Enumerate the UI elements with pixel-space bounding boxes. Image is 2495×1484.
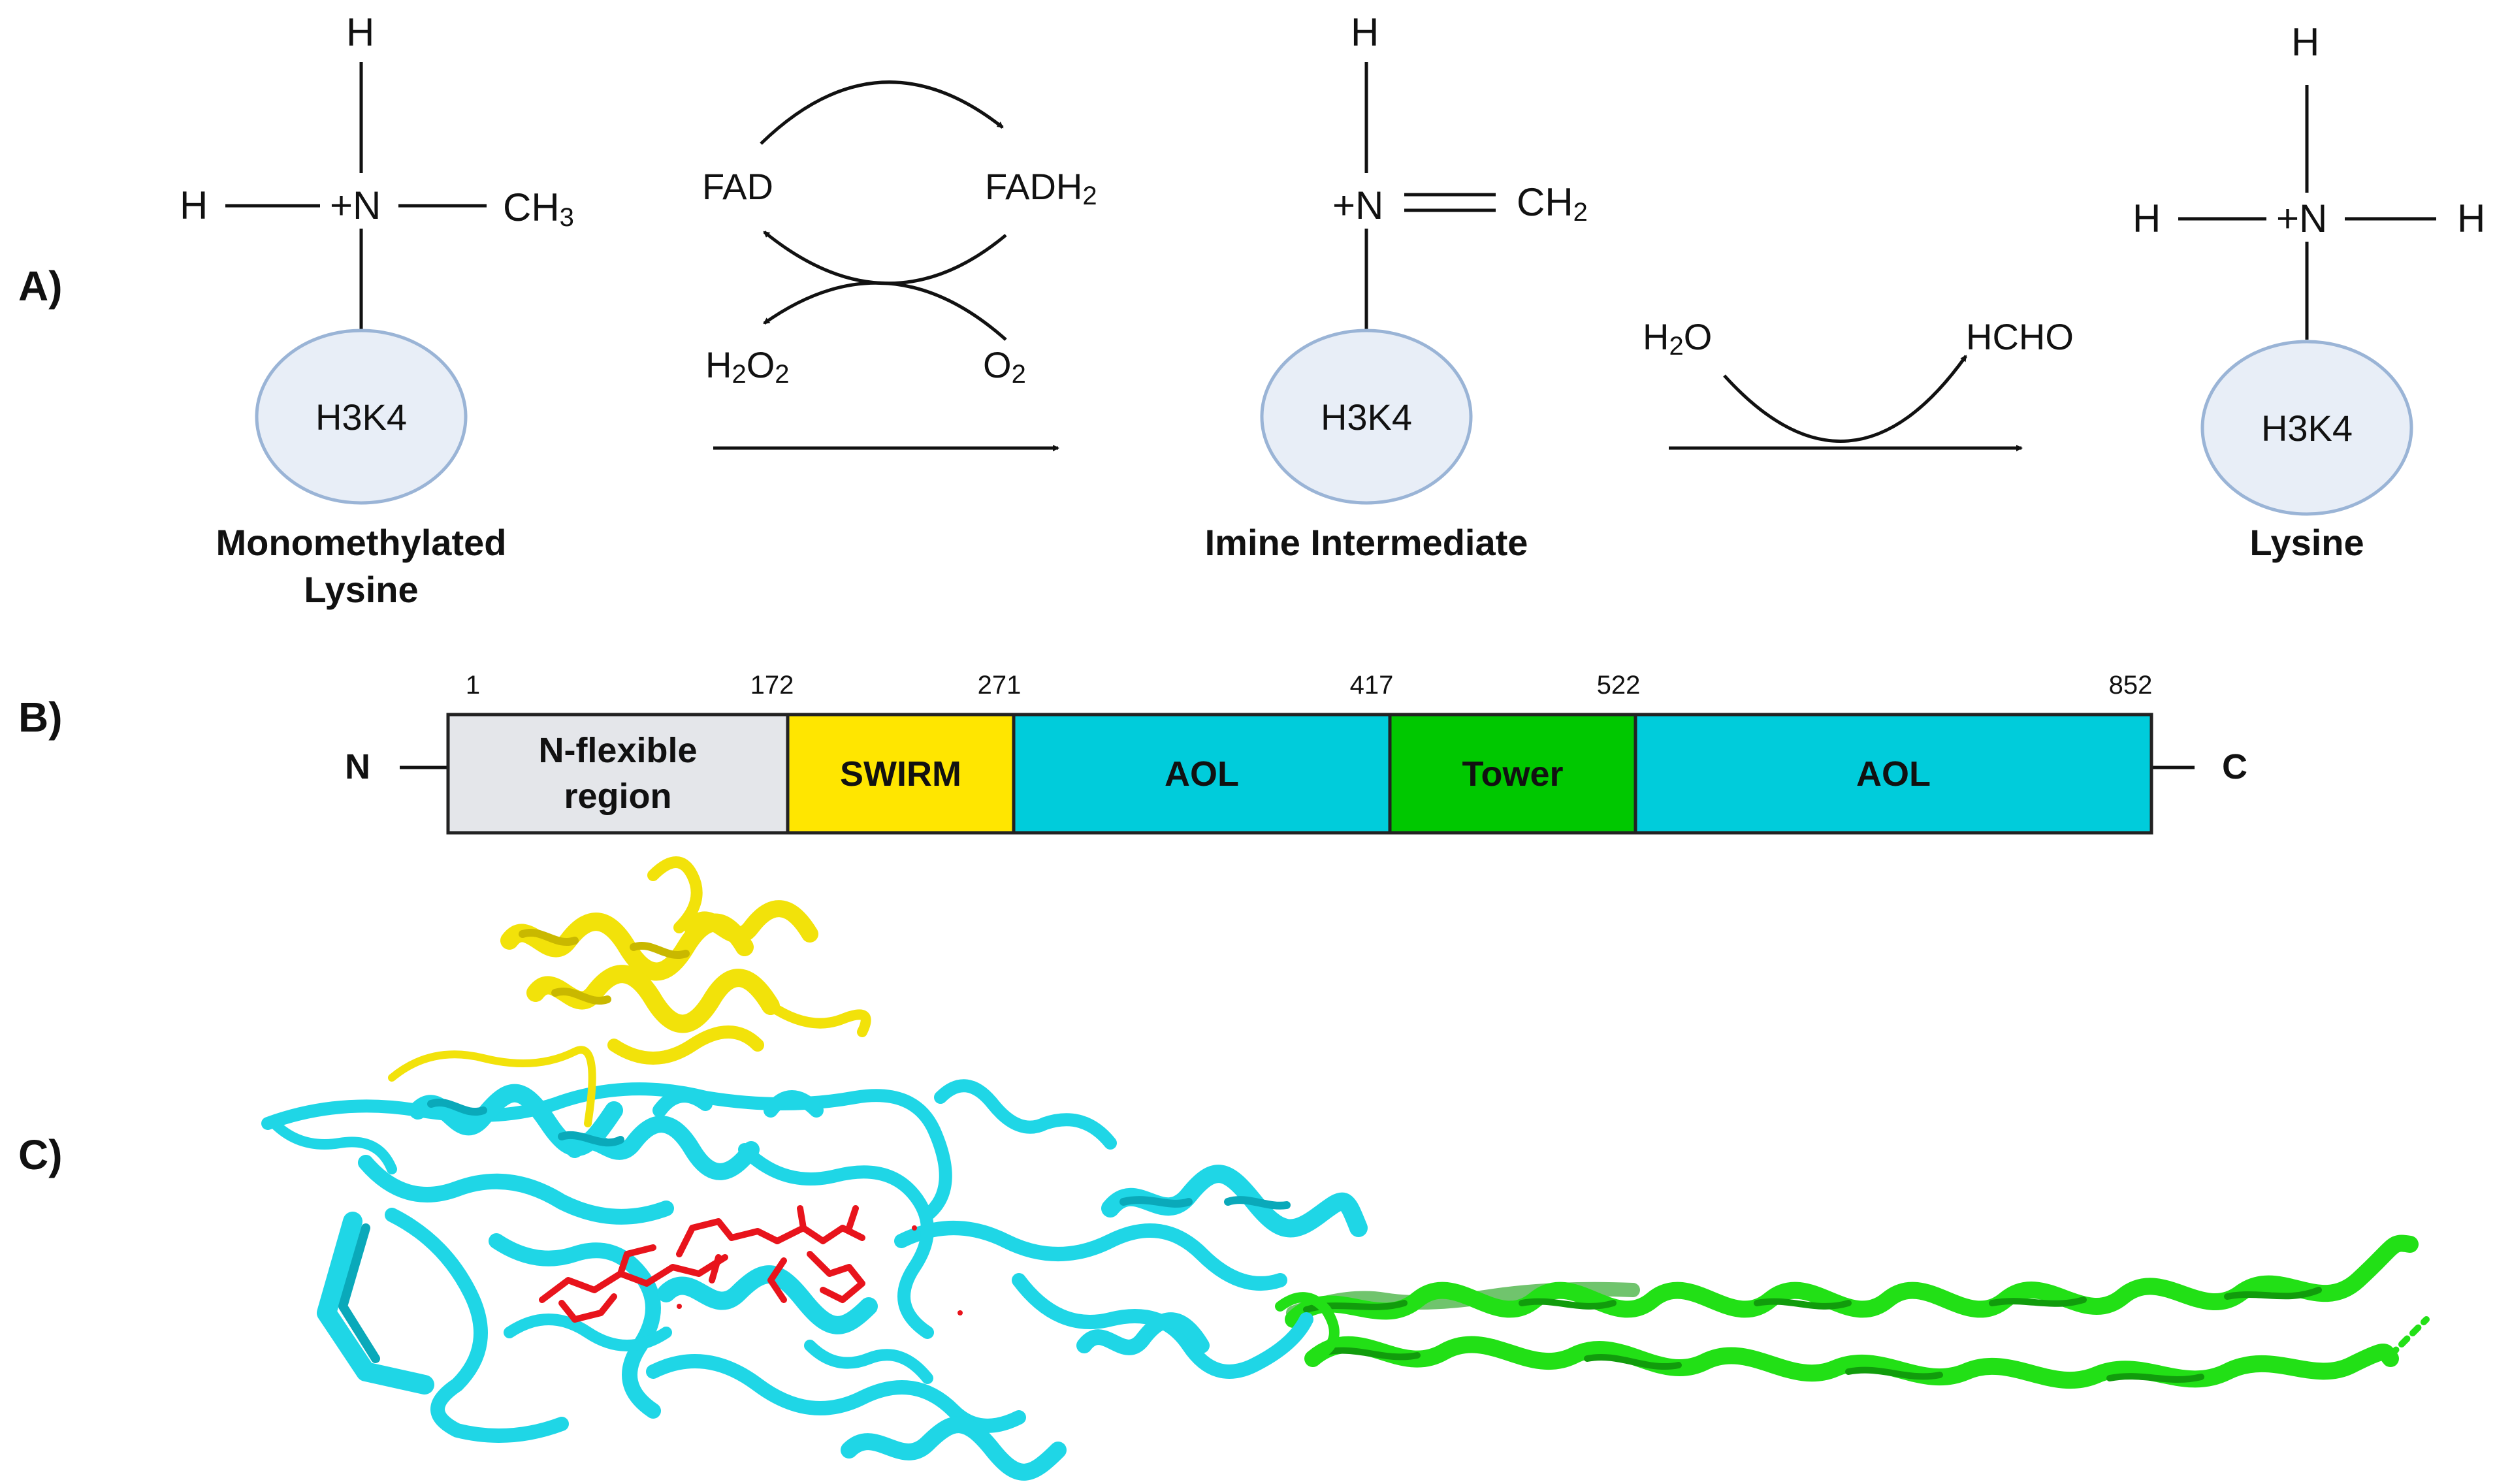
domain-n-flexible-line1: N-flexible <box>538 731 697 770</box>
substrate-h-top: H <box>346 10 374 54</box>
fad-label: FAD <box>702 166 773 207</box>
product-h-top: H <box>2291 20 2319 64</box>
c-terminus-label: C <box>2222 747 2247 786</box>
ligand-atom <box>958 1310 963 1315</box>
position-tick: 417 <box>1350 671 1394 700</box>
fadh2-to-fad-arrow <box>763 231 1007 285</box>
n-terminus-label: N <box>345 747 370 786</box>
domain-swirm-label: SWIRM <box>840 754 961 794</box>
h2o2-label: H2O2 <box>705 344 790 389</box>
domain-n-flexible <box>446 713 790 835</box>
panel-label-c: C) <box>18 1131 63 1178</box>
domain-aol-2-label: AOL <box>1856 754 1931 794</box>
position-tick: 172 <box>750 671 794 700</box>
tower-domain-ribbon <box>1275 1234 2430 1389</box>
substrate-name-line1: Monomethylated <box>216 522 507 563</box>
domain-tower-label: Tower <box>1462 754 1563 794</box>
imine-intermediate: H +N CH2 H3K4 Imine Intermediate <box>1205 10 1588 563</box>
substrate-monomethyl-lysine: H H +N CH3 H3K4 Monomethylated Lysine <box>180 10 574 610</box>
product-nitrogen: +N <box>2276 197 2327 240</box>
substrate-nitrogen: +N <box>330 184 381 227</box>
imine-nitrogen: +N <box>1332 184 1383 227</box>
fad-redox-cycle: FAD FADH2 H2O2 O2 <box>702 80 1097 451</box>
fad-ligand-sticks <box>539 1205 963 1323</box>
domain-swirm <box>786 713 1016 835</box>
fad-to-fadh2-arrow <box>760 80 1004 145</box>
aol-domain-ribbon <box>261 1079 1368 1481</box>
residue-ellipse <box>255 329 468 505</box>
swirm-domain-ribbon <box>388 856 871 1127</box>
domain-aol-1-label: AOL <box>1165 754 1239 794</box>
residue-ellipse <box>1260 329 1473 505</box>
position-tick: 1 <box>466 671 480 700</box>
position-tick: 852 <box>2109 671 2153 700</box>
o2-to-h2o2-arrow <box>763 281 1007 341</box>
substrate-methyl: CH3 <box>503 186 574 232</box>
domain-map: N C N-flexible region SWIRM AOL Tower AO… <box>345 671 2247 835</box>
o2-label: O2 <box>983 344 1026 389</box>
product-lysine: H H +N H H3K4 Lysine <box>2133 20 2485 563</box>
panel-label-b: B) <box>18 694 63 741</box>
imine-methylene: CH2 <box>1517 180 1588 227</box>
residue-ellipse <box>2200 340 2413 516</box>
product-name: Lysine <box>2249 522 2364 563</box>
domain-aol-1 <box>1012 713 1392 835</box>
water-label: H2O <box>1643 316 1712 361</box>
ligand-atom <box>912 1225 917 1231</box>
position-tick: 522 <box>1597 671 1641 700</box>
residue-label: H3K4 <box>2261 408 2353 449</box>
substrate-h-left: H <box>180 184 208 227</box>
protein-ribbon-structure <box>261 856 2430 1481</box>
intermediate-name: Imine Intermediate <box>1205 522 1528 563</box>
product-h-left: H <box>2133 197 2161 240</box>
domain-tower <box>1388 713 1637 835</box>
imine-h-top: H <box>1351 10 1379 54</box>
substrate-name-line2: Lysine <box>304 569 418 610</box>
formaldehyde-label: HCHO <box>1966 316 2074 357</box>
panel-label-a: A) <box>18 263 63 310</box>
residue-label: H3K4 <box>315 396 407 438</box>
hydrolysis-step: H2O HCHO <box>1643 316 2074 451</box>
fadh2-label: FADH2 <box>985 166 1097 210</box>
domain-aol-2 <box>1634 713 2153 835</box>
product-h-right: H <box>2457 197 2485 240</box>
ligand-atom <box>677 1304 682 1309</box>
hydrolysis-curved-arrow <box>1723 355 1968 443</box>
domain-n-flexible-line2: region <box>564 777 671 816</box>
residue-label: H3K4 <box>1321 396 1412 438</box>
position-tick: 271 <box>978 671 1022 700</box>
